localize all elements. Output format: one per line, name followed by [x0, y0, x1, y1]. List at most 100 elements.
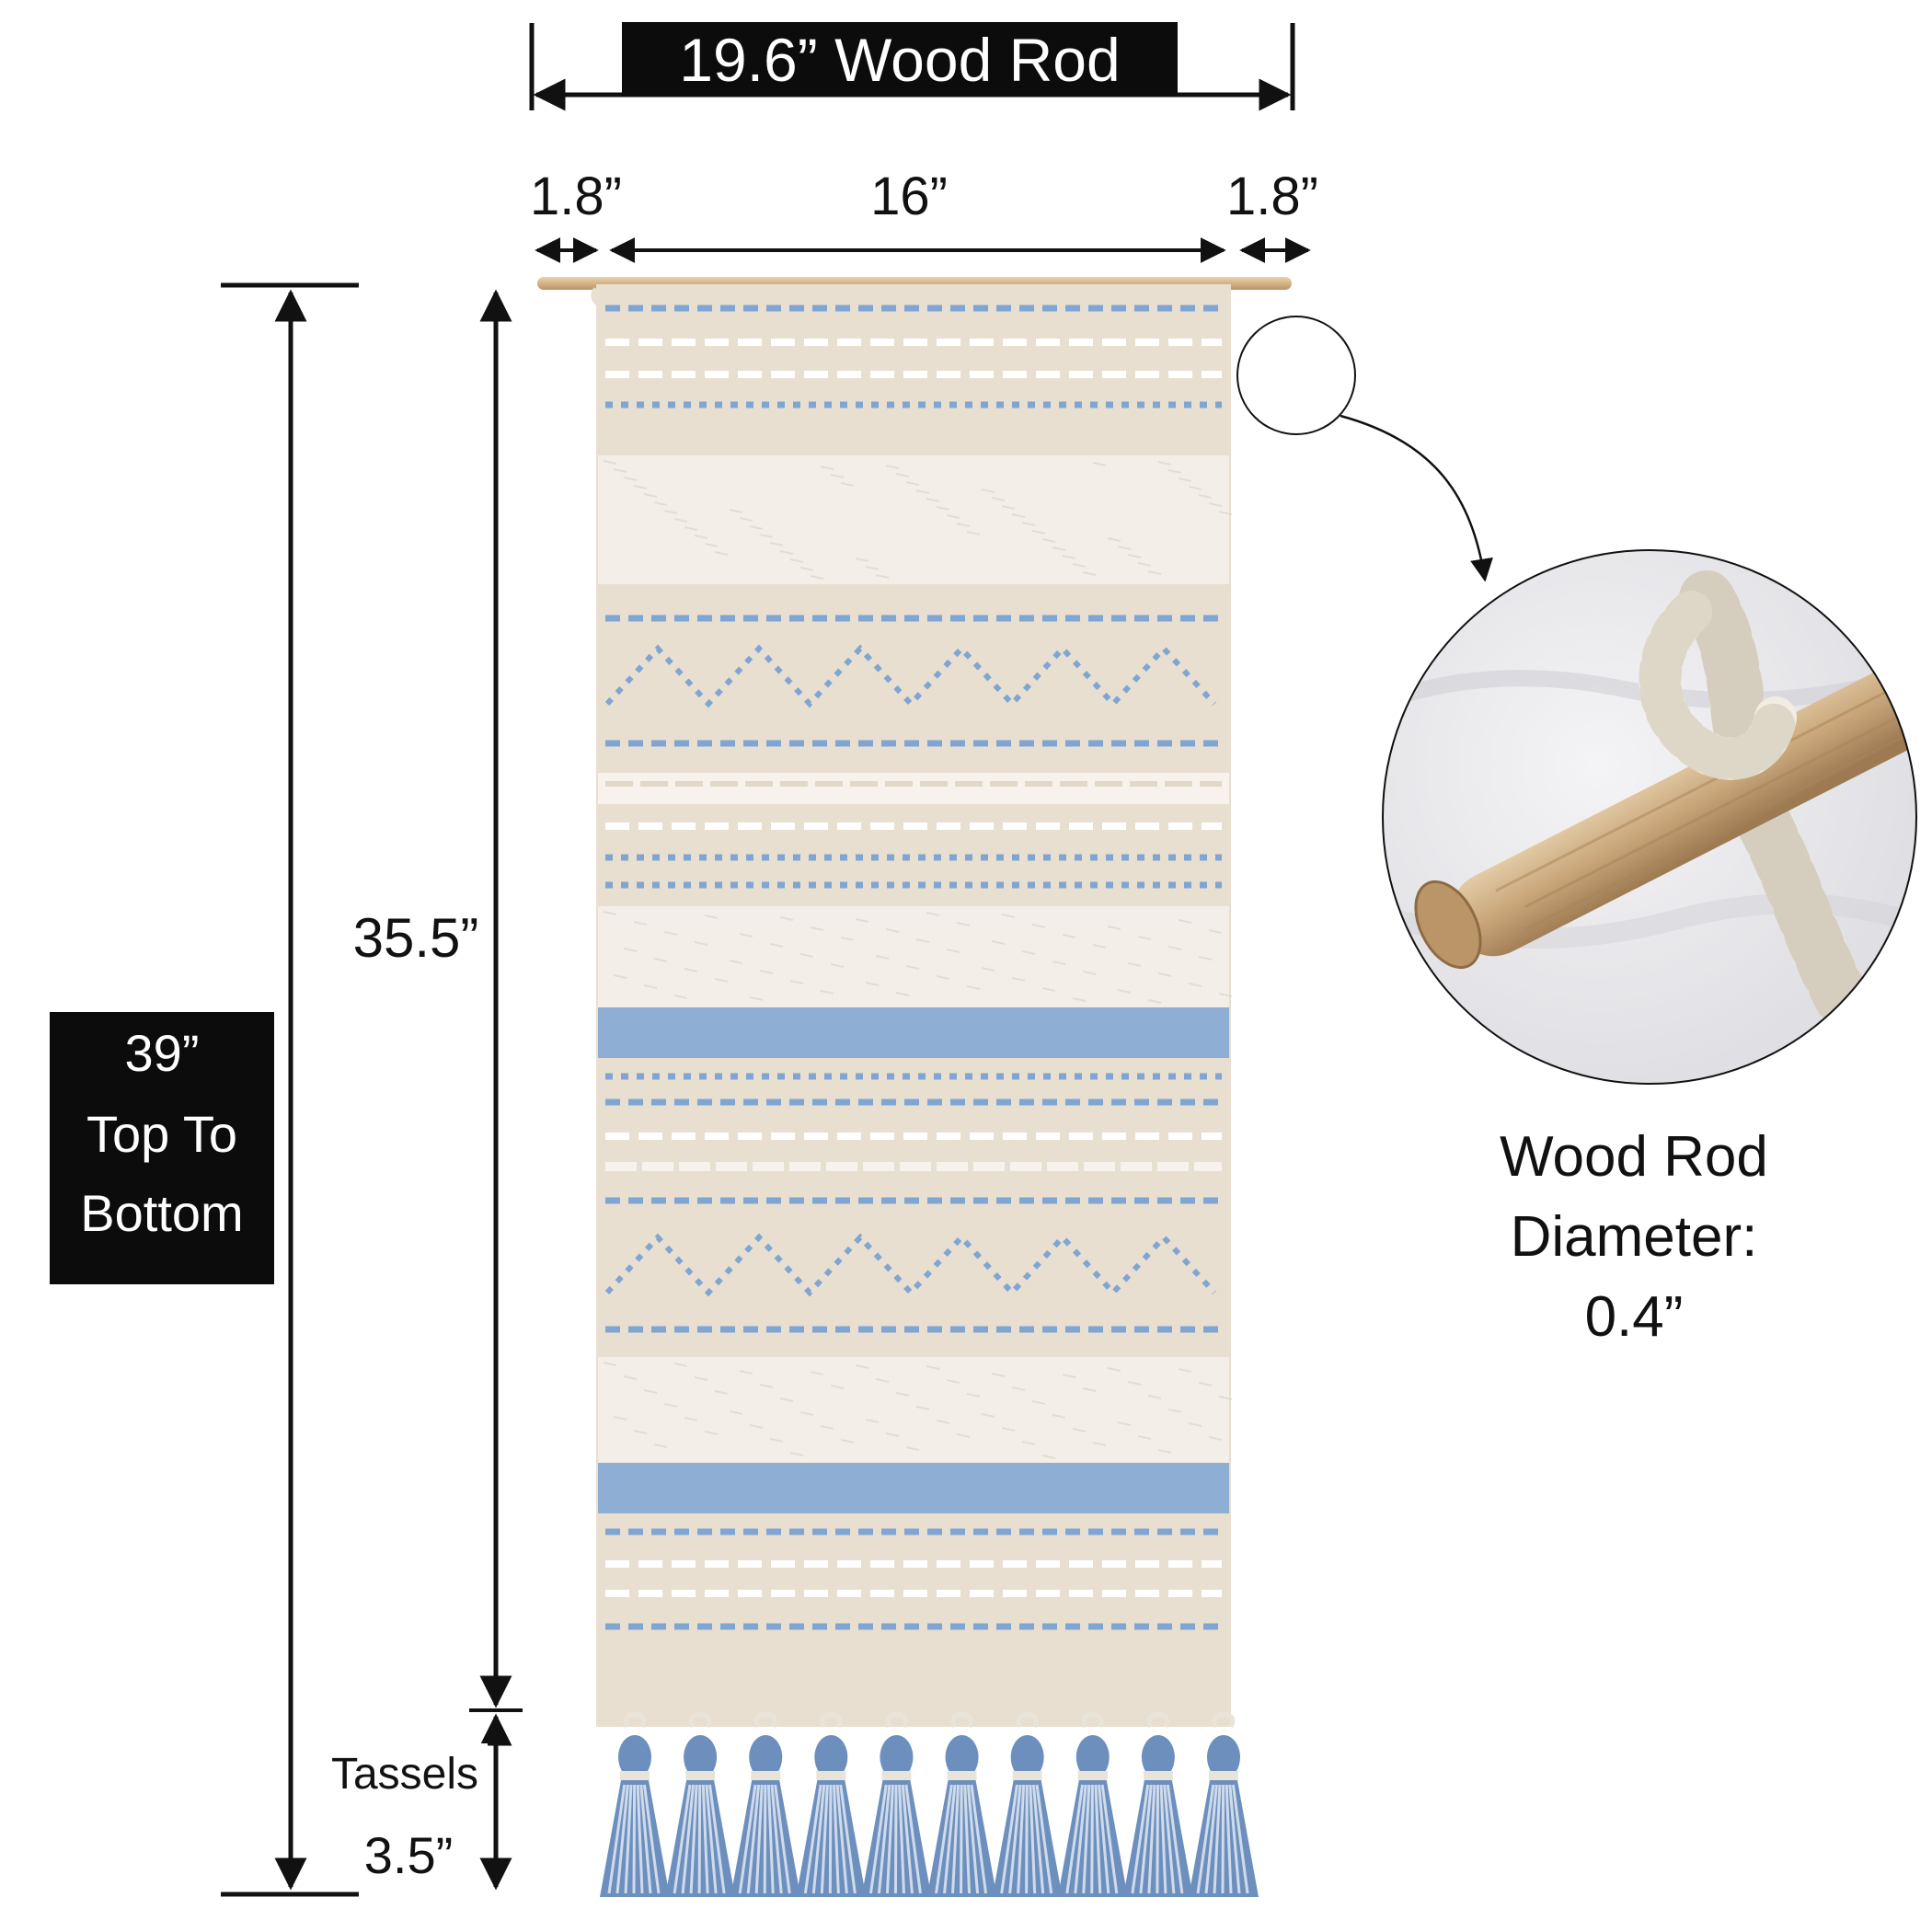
- rod-length-label-box: [622, 22, 1178, 96]
- tuft-fiber: [673, 1363, 688, 1367]
- tuft-fiber: [981, 1413, 995, 1418]
- tuft-fiber: [714, 978, 729, 983]
- tassel-row: [600, 1711, 1259, 1897]
- tassel-band: [620, 1771, 650, 1780]
- tuft-fiber: [875, 955, 890, 960]
- tuft-fiber: [1218, 511, 1233, 515]
- tuft-fiber: [623, 477, 638, 481]
- tassel: [992, 1711, 1063, 1897]
- tassel-fiber: [1074, 1784, 1087, 1894]
- tuft-fiber: [810, 1371, 824, 1375]
- tuft-fiber: [915, 1406, 930, 1410]
- tassel: [1057, 1711, 1128, 1897]
- tuft-fiber: [926, 912, 940, 916]
- fabric-pattern: [598, 287, 1233, 1727]
- tufted-band: [598, 455, 1229, 584]
- tuft-fiber: [799, 567, 814, 571]
- tuft-fiber: [633, 485, 648, 489]
- tassel-fiber: [803, 1784, 822, 1894]
- tuft-fiber: [875, 574, 890, 579]
- tuft-fiber: [759, 534, 774, 538]
- tassel-fiber: [746, 1784, 761, 1894]
- tuft-fiber: [1167, 946, 1182, 950]
- tassel-band: [1012, 1771, 1042, 1780]
- tuft-fiber: [1117, 546, 1132, 550]
- tuft-fiber: [936, 975, 950, 980]
- tassel-fiber: [1029, 1784, 1037, 1894]
- tuft-fiber: [810, 926, 824, 931]
- tuft-fiber: [865, 566, 880, 570]
- tassel-band: [947, 1771, 977, 1780]
- tassel-fiber: [1213, 1784, 1222, 1894]
- tassel-fiber: [681, 1784, 696, 1894]
- tassel-fiber: [1166, 1784, 1184, 1894]
- tuft-fiber: [1072, 997, 1087, 1002]
- tassel-fiber: [1147, 1784, 1156, 1894]
- tuft-fiber: [779, 1397, 794, 1402]
- tassel-fiber: [708, 1784, 726, 1894]
- rod-length-label: 19.6” Wood Rod: [679, 26, 1120, 94]
- height-dimensions: 35.5” 39” Top To Bottom Tassels 3.5”: [50, 282, 523, 1897]
- tuft-fiber: [759, 970, 774, 974]
- tuft-fiber: [956, 1433, 971, 1438]
- tassel-loop: [820, 1711, 843, 1729]
- tassel-fiber: [1090, 1784, 1094, 1894]
- tuft-fiber: [729, 1410, 743, 1415]
- tassel-fiber: [754, 1784, 764, 1894]
- width-dimensions: 1.8” 16” 1.8”: [530, 167, 1318, 263]
- tuft-fiber: [1092, 944, 1107, 949]
- left-margin-label: 1.8”: [530, 167, 622, 226]
- tuft-fiber: [830, 474, 845, 478]
- tuft-fiber: [1147, 1395, 1162, 1399]
- tassels-value: 3.5”: [364, 1826, 454, 1884]
- tassel-head: [684, 1735, 718, 1779]
- tuft-fiber: [1031, 924, 1046, 928]
- tuft-fiber: [1198, 956, 1213, 960]
- tuft-fiber: [769, 542, 784, 546]
- tassel-loop: [950, 1711, 973, 1729]
- tassel-fiber: [904, 1784, 922, 1894]
- tuft-fiber: [1011, 977, 1026, 982]
- tassel: [1122, 1711, 1193, 1897]
- tuft-fiber: [1188, 1422, 1202, 1427]
- diameter-line3: 0.4”: [1585, 1285, 1684, 1349]
- tuft-fiber: [1188, 486, 1202, 490]
- tassel-fiber: [701, 1784, 709, 1894]
- tassel: [665, 1711, 736, 1897]
- tuft-fiber: [915, 489, 930, 494]
- tuft-fiber: [1041, 987, 1056, 992]
- tuft-fiber: [779, 916, 794, 921]
- tassel-fiber: [705, 1784, 718, 1894]
- tuft-fiber: [673, 518, 688, 523]
- tuft-fiber: [739, 933, 753, 937]
- tuft-fiber: [1127, 554, 1142, 558]
- zoom-connector-arrow: [1340, 414, 1493, 582]
- tuft-fiber: [1117, 989, 1132, 994]
- tuft-fiber: [1011, 1386, 1026, 1391]
- wall-hanging-fabric: [596, 284, 1233, 1727]
- tassel-fiber: [1221, 1784, 1225, 1894]
- body-height-label-bg: [350, 906, 488, 972]
- tuft-fiber: [1107, 926, 1121, 930]
- tuft-fiber: [1011, 513, 1026, 518]
- tassel: [1189, 1711, 1259, 1897]
- tassel: [730, 1711, 801, 1897]
- tuft-fiber: [981, 967, 995, 972]
- tuft-fiber: [840, 937, 855, 941]
- tuft-fiber: [966, 1393, 981, 1397]
- tassel-fiber: [1204, 1784, 1218, 1894]
- center-width-label: 16”: [870, 167, 948, 226]
- tuft-fiber: [1001, 914, 1016, 918]
- tuft-fiber: [1127, 962, 1142, 967]
- tassel-fiber: [1159, 1784, 1167, 1894]
- diameter-line2: Diameter:: [1511, 1205, 1758, 1269]
- tassel-band: [685, 1771, 716, 1780]
- tassel-fiber: [689, 1784, 698, 1894]
- tuft-fiber: [905, 1446, 920, 1451]
- tassel-loop: [885, 1711, 908, 1729]
- tuft-fiber: [1208, 929, 1223, 934]
- diameter-line1: Wood Rod: [1500, 1125, 1768, 1189]
- tuft-fiber: [1031, 530, 1046, 535]
- cream-stripe: [598, 773, 1229, 804]
